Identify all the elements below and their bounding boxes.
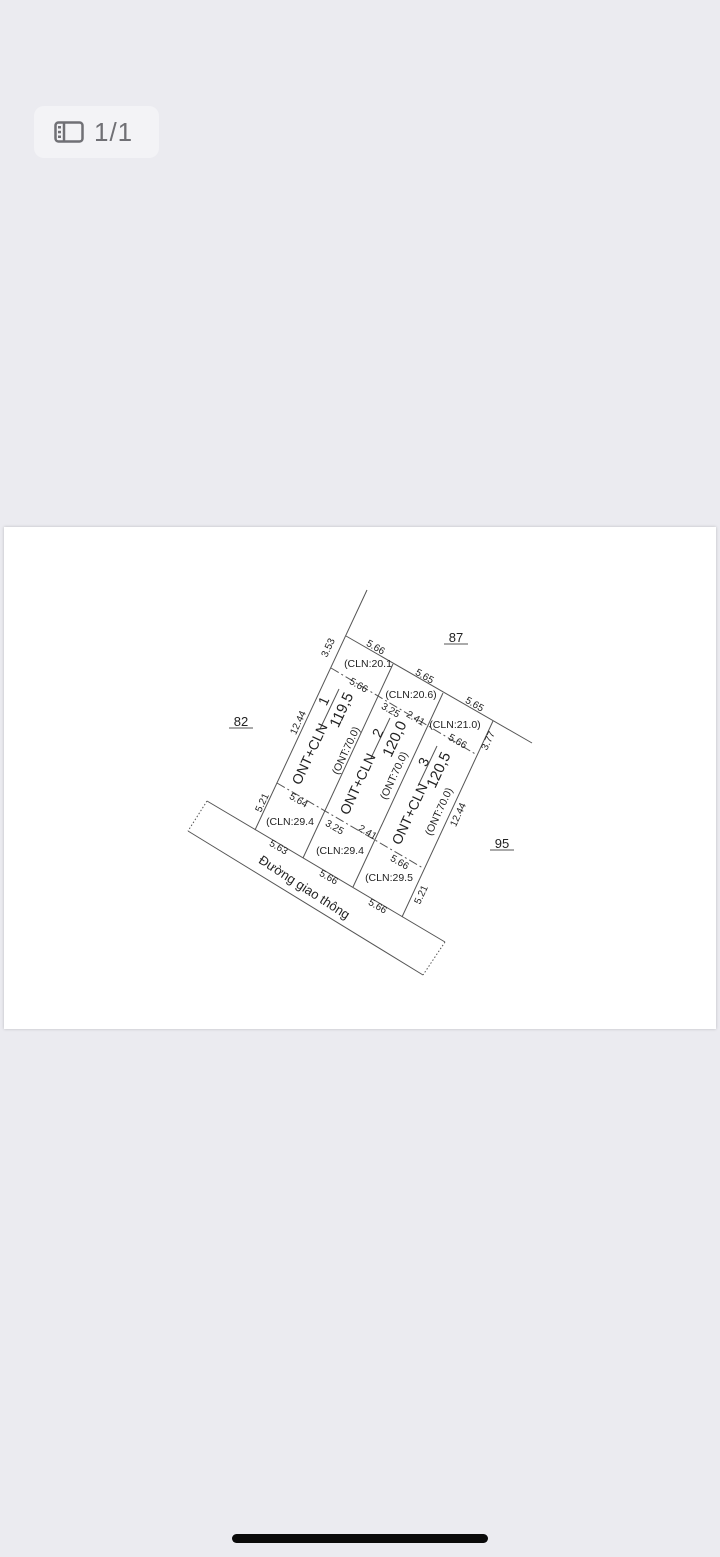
page-indicator[interactable]: 1/1 [34,106,159,158]
edge-top-1: 5.66 [364,638,387,657]
edge-road-3: 5.66 [366,897,389,916]
edge-inner-bottom-3: 5.66 [388,853,411,872]
edge-inner-bottom-1: 5.64 [287,791,310,810]
inner-dashed-bottom [276,782,424,869]
plot-1-area: 119,5 [327,690,358,730]
cln-top-2: (CLN:20.6) [385,689,436,701]
sidebar-thumbnails-icon [54,121,84,143]
road-top-edge [206,800,446,943]
area-line-1 [319,688,340,730]
home-indicator[interactable] [232,1534,488,1543]
plot-3-number: 3 [415,755,433,769]
plot-3-area: 120,5 [423,749,454,790]
road-bottom-edge [187,830,424,976]
pdf-page [4,527,716,1029]
neighbor-82: 82 [234,714,248,729]
edge-top-3: 5.65 [463,695,486,714]
cln-top-3: (CLN:21.0) [429,719,480,731]
edge-left-top: 3.53 [320,636,338,659]
edge-inner-top-1: 5.66 [347,676,370,695]
cln-top-1: (CLN:20.1 [344,658,392,670]
edge-road-1: 5.63 [267,838,290,857]
cln-bottom-2: (CLN:29.4 [316,845,364,857]
edge-left-mid: 12.44 [288,709,309,737]
edge-road-2: 5.66 [317,868,340,887]
divider-2-3 [352,692,444,888]
edge-inner-top-2a: 3.25 [379,701,402,720]
edge-inner-top-3: 5.66 [446,732,469,751]
edge-right-top: 3.77 [480,729,498,752]
road-end-right [422,941,446,976]
plot-1-number: 1 [315,694,333,708]
edge-top-2: 5.65 [413,667,436,686]
cln-bottom-3: (CLN:29.5 [365,872,413,884]
road-end-left [187,800,208,832]
page-count: 1/1 [94,116,134,147]
edge-left-bottom: 5.21 [254,791,272,814]
boundary-right [401,720,494,918]
inner-dashed-top [330,667,478,756]
neighbor-95: 95 [495,836,509,851]
road-label: Đường giao thông [256,852,353,922]
area-line-3 [417,745,438,787]
boundary-top [345,635,533,744]
edge-right-bottom: 5.21 [413,883,431,906]
boundary-left [254,589,368,831]
edge-right-mid: 12.44 [448,801,469,829]
cln-bottom-1: (CLN:29.4 [266,816,314,828]
plot-2-number: 2 [369,726,387,740]
plot-3-type: ONT+CLN [388,781,430,847]
neighbor-87: 87 [449,630,463,645]
area-line-2 [370,717,391,759]
